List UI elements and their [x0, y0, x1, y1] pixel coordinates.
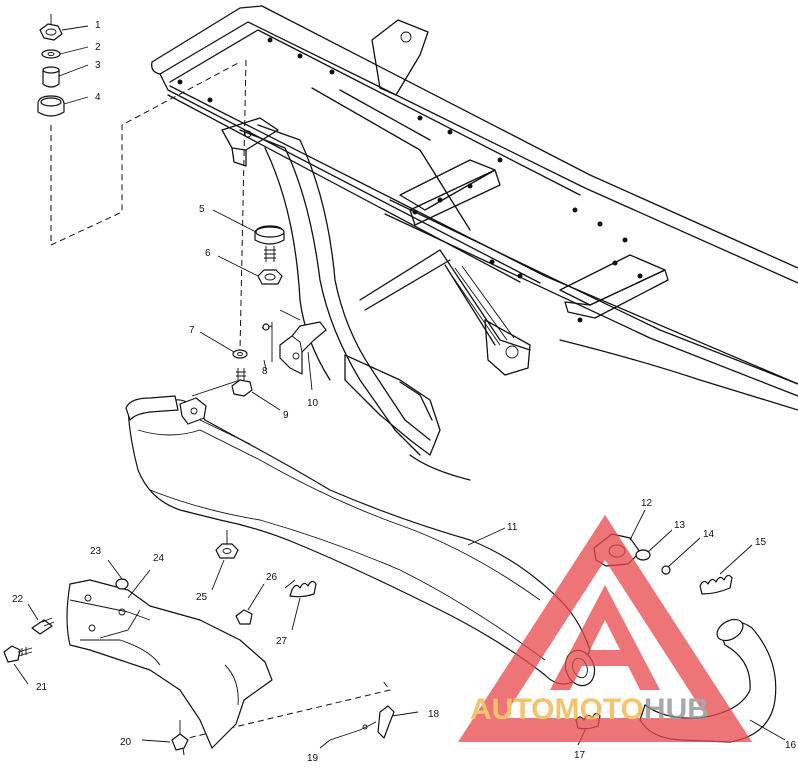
callout-10: 10 — [307, 398, 319, 409]
callout-5: 5 — [199, 204, 205, 215]
callout-3: 3 — [95, 60, 101, 71]
heat-shield-assembly — [3, 530, 317, 751]
callout-27: 27 — [276, 636, 288, 647]
callout-23: 23 — [90, 546, 102, 557]
callout-18: 18 — [428, 709, 440, 720]
callout-25: 25 — [196, 592, 208, 603]
callout-17: 17 — [574, 750, 586, 761]
callout-11: 11 — [507, 522, 518, 533]
callout-13: 13 — [674, 520, 686, 531]
callout-9: 9 — [283, 410, 289, 421]
svg-text:AUTOMOTOHUB: AUTOMOTOHUB — [470, 693, 709, 726]
chassis-frame — [151, 5, 798, 481]
callout-12: 12 — [641, 498, 653, 509]
watermark-text-hub: HUB — [644, 693, 709, 726]
callout-19: 19 — [307, 753, 319, 764]
muffler-mount-hardware — [199, 209, 327, 411]
callout-8: 8 — [262, 366, 268, 377]
callout-4: 4 — [95, 92, 101, 103]
watermark-text-automoto: AUTOMOTO — [470, 693, 644, 726]
callout-labels: 1 2 3 4 5 6 7 8 9 10 11 12 13 14 15 16 1… — [12, 20, 797, 764]
callout-14: 14 — [703, 529, 715, 540]
callout-22: 22 — [12, 594, 24, 605]
mount-hardware-stack — [37, 14, 247, 351]
callout-20: 20 — [120, 737, 132, 748]
callout-1: 1 — [95, 20, 101, 31]
callout-6: 6 — [205, 248, 211, 259]
callout-24: 24 — [153, 553, 165, 564]
callout-2: 2 — [95, 42, 101, 53]
automotohub-watermark: AUTOMOTOHUB — [458, 515, 752, 742]
callout-26: 26 — [266, 572, 278, 583]
callout-16: 16 — [785, 740, 797, 751]
callout-21: 21 — [36, 682, 48, 693]
callout-7: 7 — [189, 325, 195, 336]
watermark-triangle-logo — [458, 515, 752, 742]
watermark-letter-a-mark — [550, 585, 660, 690]
callout-15: 15 — [755, 537, 767, 548]
